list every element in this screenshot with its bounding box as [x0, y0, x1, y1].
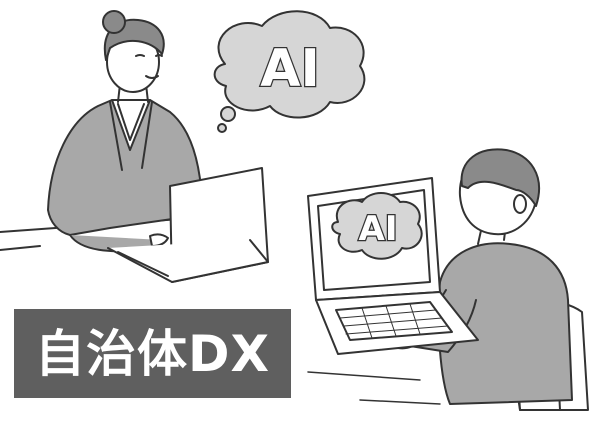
woman-laptop: [107, 167, 269, 283]
man-screen-text: AI: [359, 209, 398, 249]
woman-thought-text: AI: [260, 39, 320, 99]
municipal-dx-label-text: 自治体DX: [34, 324, 271, 383]
man-screen-cloud: [331, 192, 423, 260]
woman-thought-bubble: [213, 10, 366, 133]
woman-jacket: [47, 99, 203, 236]
man-hair: [460, 148, 541, 207]
municipal-dx-label: 自治体DX: [14, 309, 291, 398]
woman-figure: [0, 10, 236, 253]
